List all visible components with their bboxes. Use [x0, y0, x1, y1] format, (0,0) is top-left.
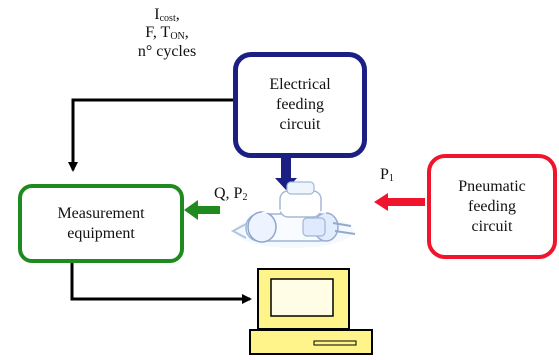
pressure-input-main: P: [380, 166, 389, 183]
flow-pressure-main: Q, P: [214, 185, 243, 202]
computer-icon: [249, 268, 373, 355]
electrical-feeding-circuit-box: Electrical feeding circuit: [233, 52, 367, 158]
pressure-subscript-2: 2: [242, 192, 248, 203]
frequency-time-prefix: F, T: [145, 24, 171, 42]
time-subscript: ON: [170, 31, 185, 43]
pneumatic-line-2: feeding: [468, 197, 516, 215]
current-symbol: I: [154, 6, 160, 23]
measurement-line-2: equipment: [67, 224, 135, 242]
pressure-input-label: P1: [380, 166, 394, 184]
pneumatic-line-1: Pneumatic: [458, 177, 526, 195]
pressure-subscript-1: 1: [388, 173, 394, 184]
electrical-feeding-circuit-text: Electrical feeding circuit: [269, 75, 330, 135]
pneumatic-input-arrow: [374, 193, 425, 211]
control-parameter-line-1: Icost,: [118, 6, 216, 24]
measurement-equipment-text: Measurement equipment: [57, 204, 144, 244]
electrical-output-arrow: [275, 158, 297, 190]
electrical-line-3: circuit: [279, 116, 321, 133]
pneumatic-valve-device-icon: [230, 181, 356, 248]
flow-pressure-output-label: Q, P2: [214, 185, 247, 203]
control-parameter-line-2: F, TON,: [118, 24, 216, 42]
current-comma: ,: [175, 6, 180, 23]
electrical-line-2: feeding: [276, 96, 324, 113]
pneumatic-feeding-circuit-text: Pneumatic feeding circuit: [458, 177, 526, 237]
electrical-line-1: Electrical: [269, 76, 331, 93]
pneumatic-line-3: circuit: [471, 217, 513, 235]
signal-to-measurement-arrow: [68, 98, 233, 172]
control-parameters-label: Icost, F, TON, n° cycles: [118, 6, 216, 61]
measurement-to-computer-arrow: [70, 263, 252, 304]
current-subscript: cost: [159, 13, 176, 24]
measurement-equipment-box: Measurement equipment: [18, 184, 184, 263]
time-comma: ,: [184, 24, 189, 42]
control-parameter-line-3: n° cycles: [137, 42, 197, 60]
pneumatic-feeding-circuit-box: Pneumatic feeding circuit: [427, 154, 557, 259]
measurement-line-1: Measurement: [57, 204, 145, 222]
measurement-input-arrow: [184, 200, 220, 220]
